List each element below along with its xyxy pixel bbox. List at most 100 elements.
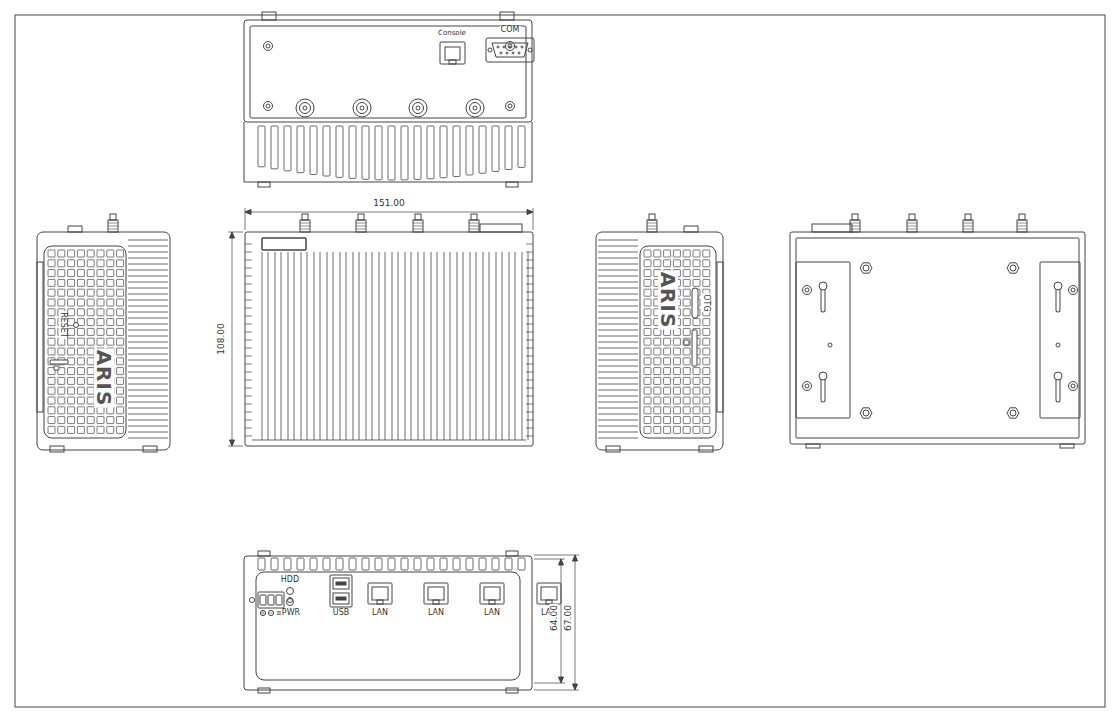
port-label: OTG (702, 293, 710, 312)
outline (693, 279, 700, 286)
outline-line (598, 276, 638, 277)
outline-line (314, 252, 315, 440)
outline (54, 366, 59, 370)
circle-feature (515, 46, 517, 48)
outline (107, 289, 114, 296)
outline (500, 12, 514, 20)
outline (58, 289, 65, 296)
outline-line (128, 396, 168, 397)
outline-line (262, 613, 265, 614)
outline (654, 328, 661, 335)
outline-line (526, 324, 533, 325)
outline (683, 250, 690, 257)
outline-line (598, 414, 638, 415)
outline (1040, 262, 1080, 418)
circle-feature (466, 99, 484, 117)
outline (48, 250, 55, 257)
outline (664, 387, 671, 394)
outline (453, 558, 460, 570)
outline (310, 126, 317, 174)
outline (703, 407, 710, 414)
outline-line (963, 229, 973, 230)
outline (276, 595, 282, 605)
outline-line (418, 252, 419, 440)
outline (117, 250, 124, 257)
outline (48, 289, 55, 296)
outline-line (128, 354, 168, 355)
outline (323, 558, 330, 570)
outline (117, 417, 124, 424)
outline-line (245, 412, 252, 413)
outline (683, 377, 690, 384)
outline (1019, 214, 1025, 220)
outline (268, 595, 274, 605)
outline-line (128, 384, 168, 385)
outline (48, 279, 55, 286)
outline (466, 126, 473, 175)
outline (654, 377, 661, 384)
outline (117, 309, 124, 316)
outline (489, 600, 495, 604)
outline-line (392, 252, 393, 440)
outline (107, 260, 114, 267)
outline-path (559, 677, 564, 683)
port-label: LAN (483, 609, 501, 617)
outline (68, 289, 75, 296)
outline (258, 182, 270, 187)
outline (644, 270, 651, 277)
outline (97, 260, 104, 267)
outline (644, 397, 651, 404)
outline (683, 407, 690, 414)
outline (77, 397, 84, 404)
outline-line (469, 226, 479, 227)
outline (77, 417, 84, 424)
circle-feature (1010, 265, 1016, 271)
outline (107, 426, 114, 433)
outline (505, 126, 512, 169)
outline-line (288, 252, 289, 440)
outline (300, 220, 310, 232)
outline-line (366, 252, 367, 440)
outline-path (230, 232, 235, 238)
outline-line (598, 306, 638, 307)
outline (107, 250, 114, 257)
outline (683, 387, 690, 394)
outline (77, 299, 84, 306)
outline (107, 299, 114, 306)
outline (644, 358, 651, 365)
circle-feature (508, 104, 512, 108)
outline (284, 558, 291, 570)
outline (424, 583, 448, 604)
outline (297, 558, 304, 570)
outline (77, 387, 84, 394)
outline-path (559, 559, 564, 565)
outline-line (598, 270, 638, 271)
outline (480, 224, 522, 232)
outline (48, 338, 55, 345)
outline-line (245, 308, 252, 309)
outline (262, 238, 306, 250)
outline-line (385, 252, 386, 440)
outline-line (463, 252, 464, 440)
circle-feature (266, 104, 270, 108)
circle-feature (264, 42, 273, 51)
outline-line (1017, 226, 1027, 227)
outline (107, 309, 114, 316)
outline (250, 26, 526, 118)
outline-line (598, 258, 638, 259)
circle-feature (509, 46, 511, 48)
outline (673, 417, 680, 424)
outline (790, 232, 1085, 444)
outline-line (275, 252, 276, 440)
outline (297, 126, 304, 173)
outline (492, 126, 499, 171)
outline-line (245, 244, 252, 245)
outline (683, 397, 690, 404)
outline (673, 397, 680, 404)
outline (644, 260, 651, 267)
outline (87, 299, 94, 306)
outline (77, 309, 84, 316)
outline-line (534, 690, 579, 691)
outline (453, 126, 460, 176)
outline (703, 377, 710, 384)
